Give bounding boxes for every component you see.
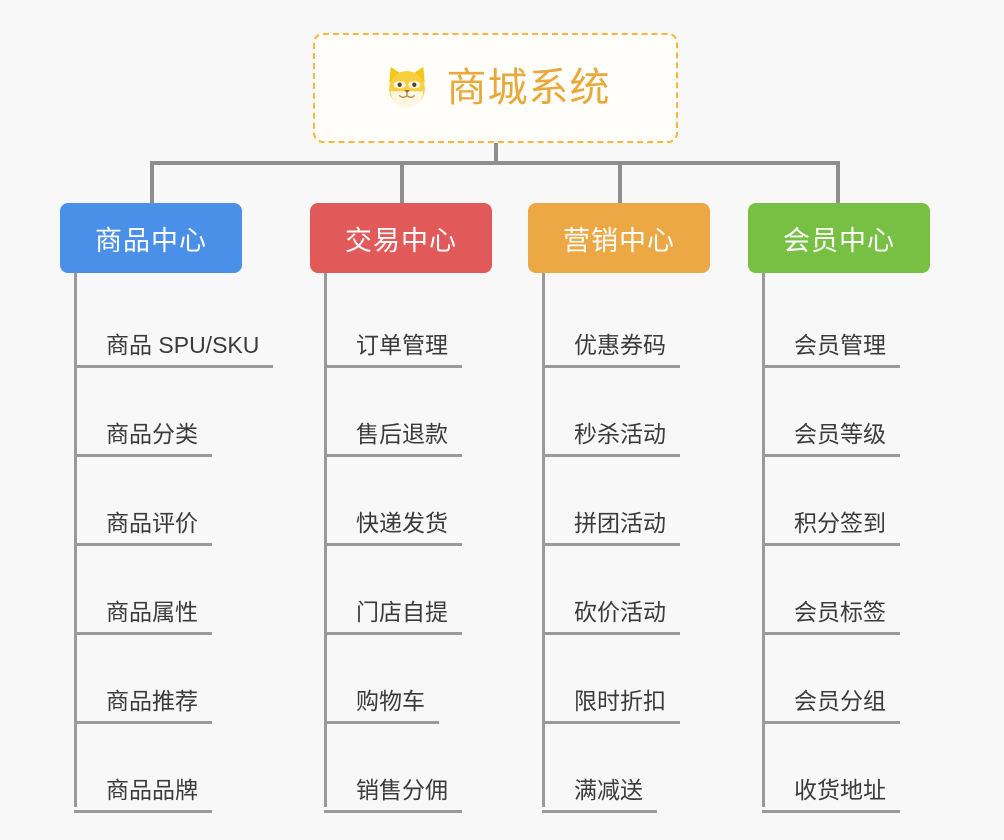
- list-item-label: 商品推荐: [74, 687, 212, 724]
- shiba-dog-face-icon: [381, 62, 433, 114]
- list-item-label: 会员分组: [762, 687, 900, 724]
- column-spine: [74, 273, 77, 807]
- category-header-label: 营销中心: [563, 225, 675, 256]
- list-item[interactable]: 门店自提: [310, 546, 540, 635]
- connector-root-stem: [494, 143, 498, 165]
- list-item[interactable]: 收货地址: [748, 724, 978, 813]
- root-node[interactable]: 商城系统: [313, 33, 678, 143]
- list-item[interactable]: 售后退款: [310, 368, 540, 457]
- list-item-label: 商品评价: [74, 509, 212, 546]
- list-item-label: 商品品牌: [74, 776, 212, 813]
- category-header-product-center[interactable]: 商品中心: [60, 203, 242, 273]
- list-item[interactable]: 商品 SPU/SKU: [60, 279, 310, 368]
- list-item-label: 快递发货: [324, 509, 462, 546]
- list-item[interactable]: 商品属性: [60, 546, 310, 635]
- list-item[interactable]: 限时折扣: [528, 635, 758, 724]
- category-header-marketing-center[interactable]: 营销中心: [528, 203, 710, 273]
- list-item[interactable]: 优惠券码: [528, 279, 758, 368]
- list-item[interactable]: 购物车: [310, 635, 540, 724]
- list-item[interactable]: 商品分类: [60, 368, 310, 457]
- category-header-label: 商品中心: [95, 225, 207, 256]
- category-header-member-center[interactable]: 会员中心: [748, 203, 930, 273]
- list-item[interactable]: 快递发货: [310, 457, 540, 546]
- list-item-label: 满减送: [542, 776, 657, 813]
- list-item-label: 商品分类: [74, 420, 212, 457]
- list-item-label: 门店自提: [324, 598, 462, 635]
- category-header-trade-center[interactable]: 交易中心: [310, 203, 492, 273]
- category-items-marketing-center: 优惠券码 秒杀活动 拼团活动 砍价活动 限时折扣 满减送: [528, 273, 758, 813]
- column-spine: [542, 273, 545, 807]
- category-items-trade-center: 订单管理 售后退款 快递发货 门店自提 购物车 销售分佣: [310, 273, 540, 813]
- column-spine: [762, 273, 765, 807]
- list-item[interactable]: 商品品牌: [60, 724, 310, 813]
- category-column-product-center: 商品中心 商品 SPU/SKU 商品分类 商品评价 商品属性 商品推荐 商品品牌: [60, 203, 310, 813]
- connector-drop-2: [400, 161, 404, 205]
- connector-drop-1: [150, 161, 154, 205]
- category-header-label: 会员中心: [783, 225, 895, 256]
- category-items-member-center: 会员管理 会员等级 积分签到 会员标签 会员分组 收货地址: [748, 273, 978, 813]
- list-item-label: 积分签到: [762, 509, 900, 546]
- list-item-label: 售后退款: [324, 420, 462, 457]
- category-column-member-center: 会员中心 会员管理 会员等级 积分签到 会员标签 会员分组 收货地址: [748, 203, 978, 813]
- connector-drop-4: [836, 161, 840, 205]
- category-column-trade-center: 交易中心 订单管理 售后退款 快递发货 门店自提 购物车 销售分佣: [310, 203, 540, 813]
- list-item[interactable]: 砍价活动: [528, 546, 758, 635]
- list-item[interactable]: 秒杀活动: [528, 368, 758, 457]
- category-items-product-center: 商品 SPU/SKU 商品分类 商品评价 商品属性 商品推荐 商品品牌: [60, 273, 310, 813]
- category-header-label: 交易中心: [345, 225, 457, 256]
- list-item-label: 秒杀活动: [542, 420, 680, 457]
- list-item-label: 销售分佣: [324, 776, 462, 813]
- list-item-label: 会员管理: [762, 331, 900, 368]
- list-item-label: 砍价活动: [542, 598, 680, 635]
- list-item-label: 优惠券码: [542, 331, 680, 368]
- list-item[interactable]: 商品推荐: [60, 635, 310, 724]
- list-item[interactable]: 会员管理: [748, 279, 978, 368]
- list-item[interactable]: 拼团活动: [528, 457, 758, 546]
- list-item[interactable]: 销售分佣: [310, 724, 540, 813]
- list-item-label: 订单管理: [324, 331, 462, 368]
- category-column-marketing-center: 营销中心 优惠券码 秒杀活动 拼团活动 砍价活动 限时折扣 满减送: [528, 203, 758, 813]
- list-item-label: 商品 SPU/SKU: [74, 331, 274, 368]
- root-title: 商城系统: [446, 66, 611, 110]
- list-item-label: 会员等级: [762, 420, 900, 457]
- list-item-label: 限时折扣: [542, 687, 680, 724]
- list-item-label: 收货地址: [762, 776, 900, 813]
- list-item[interactable]: 会员标签: [748, 546, 978, 635]
- list-item[interactable]: 会员等级: [748, 368, 978, 457]
- list-item-label: 购物车: [324, 687, 439, 724]
- column-spine: [324, 273, 327, 807]
- connector-drop-3: [618, 161, 622, 205]
- list-item[interactable]: 订单管理: [310, 279, 540, 368]
- list-item[interactable]: 商品评价: [60, 457, 310, 546]
- list-item-label: 会员标签: [762, 598, 900, 635]
- list-item[interactable]: 满减送: [528, 724, 758, 813]
- connector-horizontal-bus: [150, 161, 840, 165]
- list-item[interactable]: 会员分组: [748, 635, 978, 724]
- list-item[interactable]: 积分签到: [748, 457, 978, 546]
- list-item-label: 拼团活动: [542, 509, 680, 546]
- list-item-label: 商品属性: [74, 598, 212, 635]
